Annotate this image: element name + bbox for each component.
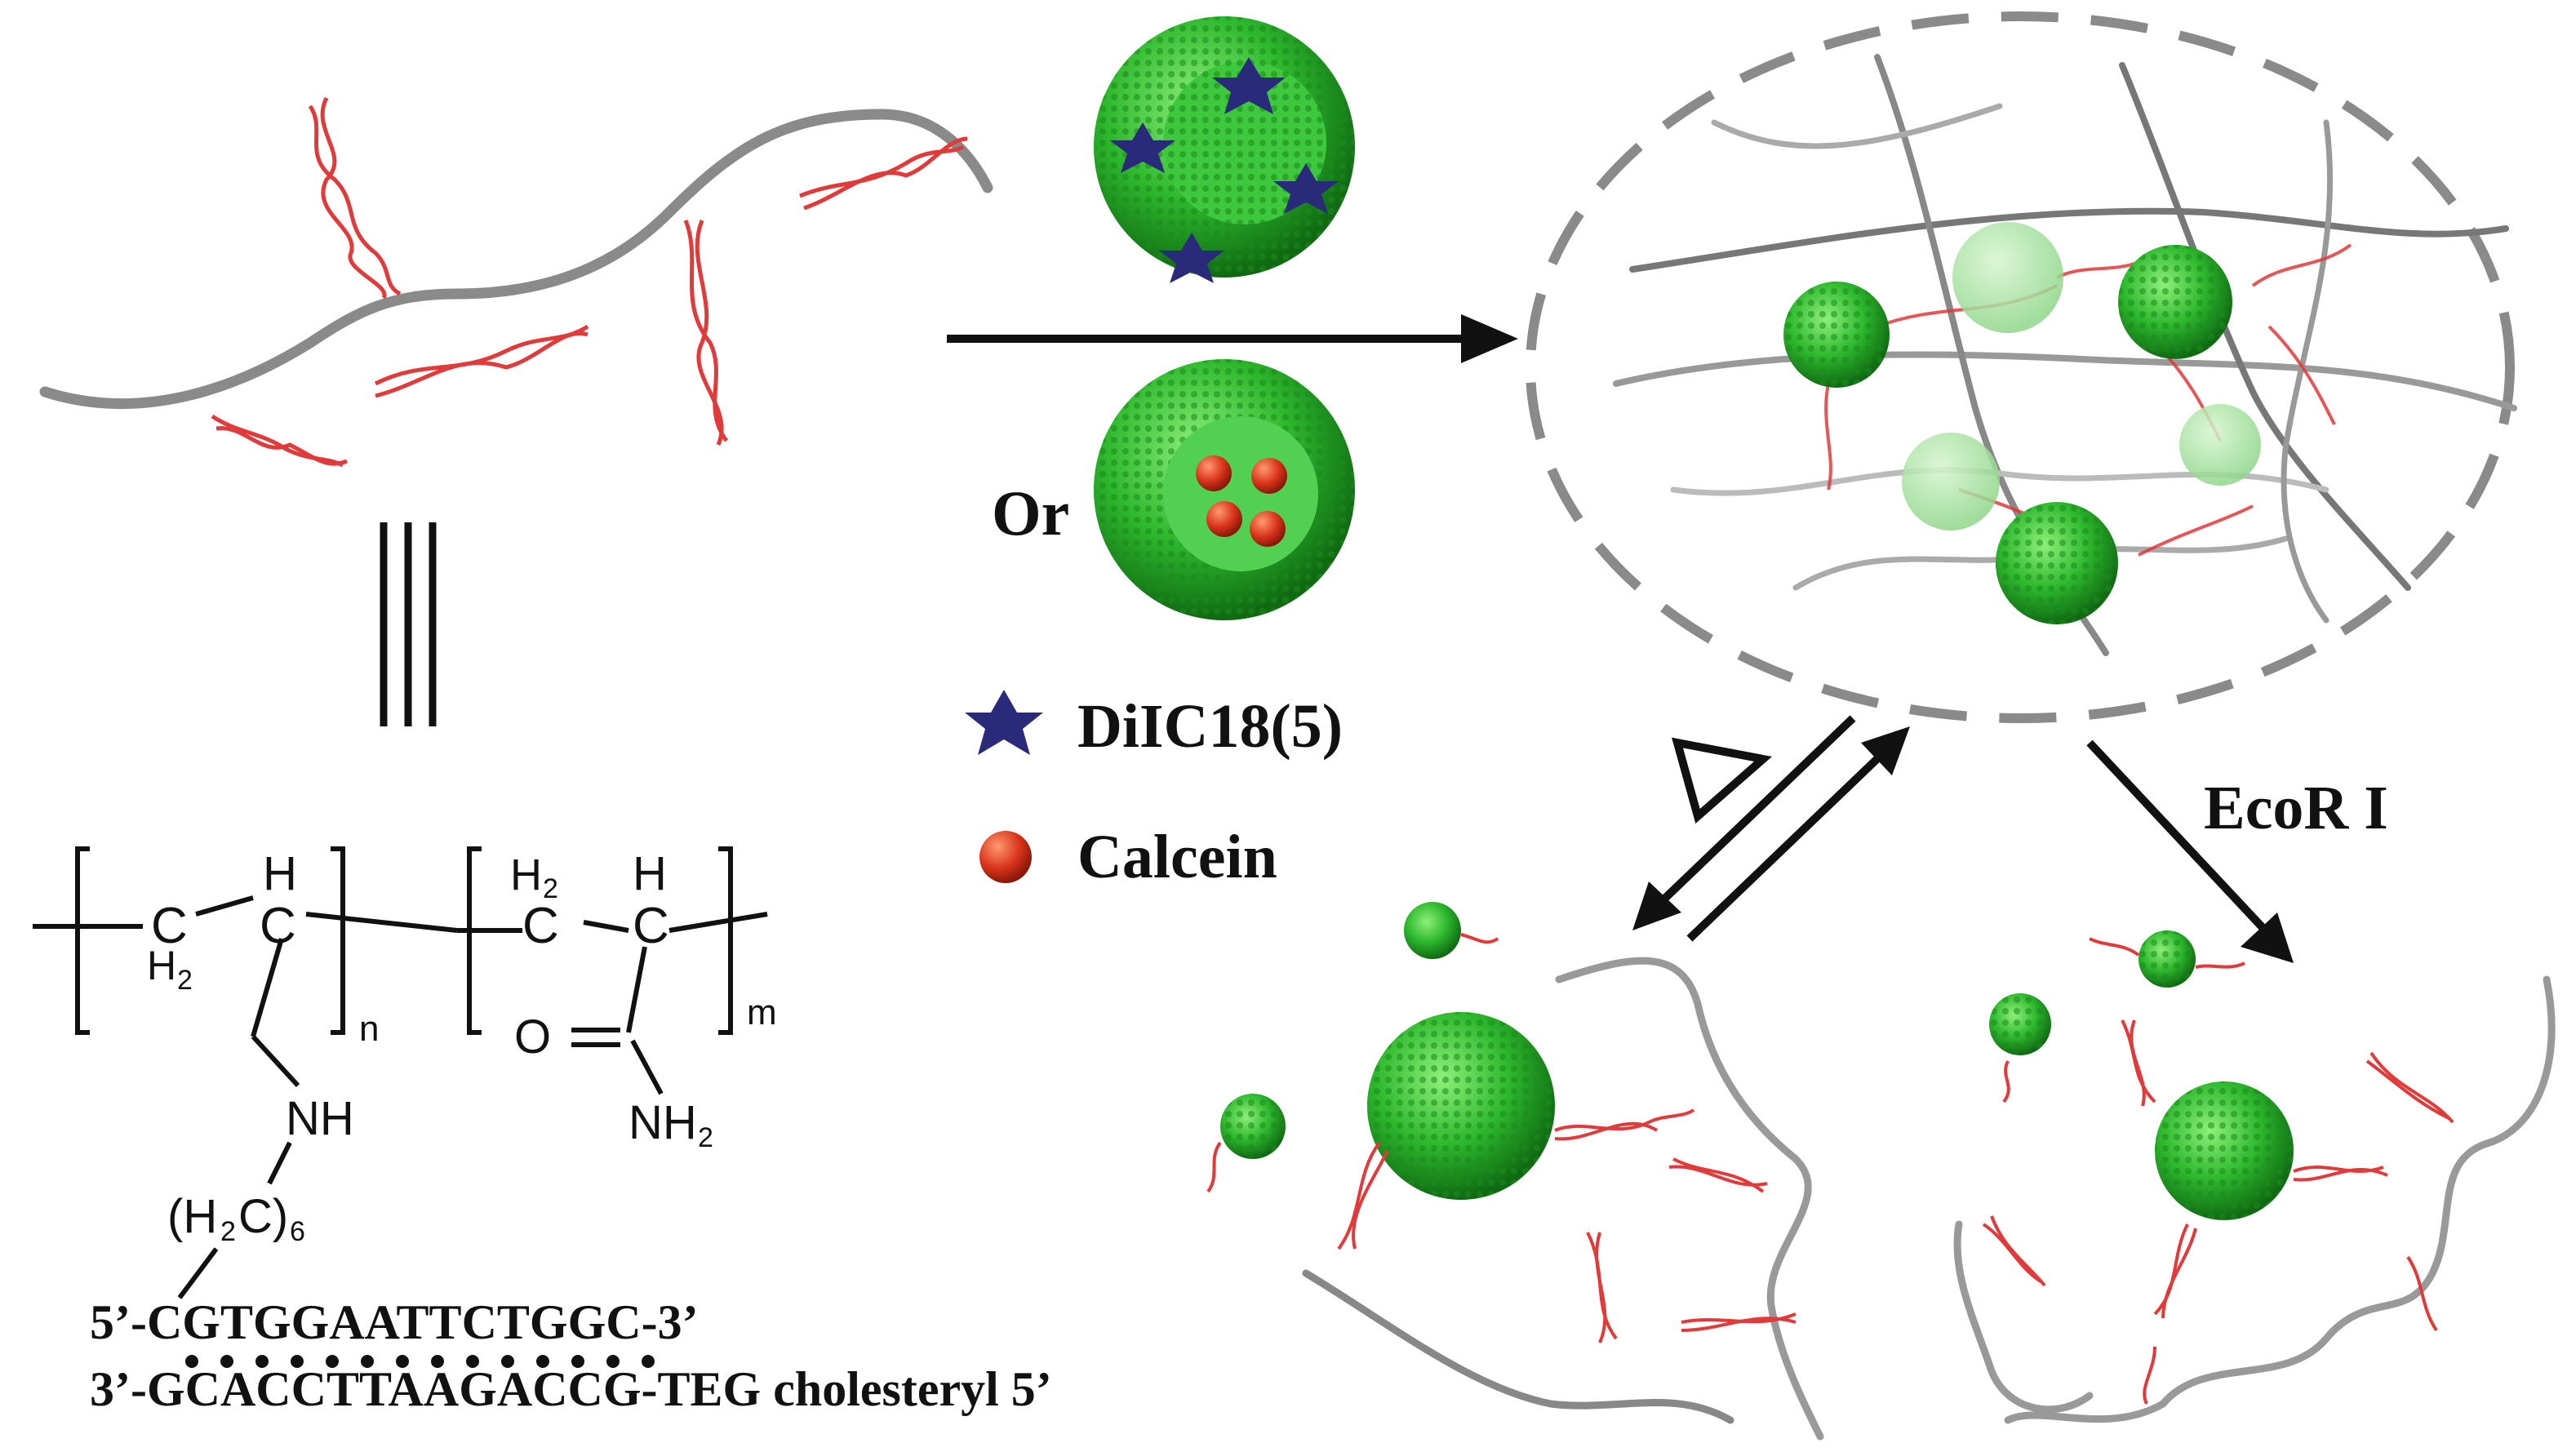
- grafted-polymer-chain: [39, 96, 993, 468]
- or-label: Or: [992, 477, 1069, 548]
- polymer-structure: [33, 846, 768, 1299]
- svg-text:H: H: [510, 850, 542, 899]
- svg-text:C: C: [522, 898, 559, 954]
- svg-text:C: C: [260, 898, 296, 954]
- dna-duplex: [211, 96, 968, 468]
- heated-state: [1206, 902, 1824, 1441]
- structure-atoms: C H 2 H C n H 2 C H C m O NH NH 2 (H 2 C…: [147, 847, 777, 1247]
- svg-text:(H: (H: [167, 1190, 217, 1243]
- enzyme-arrow: [2086, 739, 2294, 963]
- legend-dye: DiIC18(5): [965, 690, 1343, 761]
- svg-text:NH: NH: [286, 1092, 354, 1145]
- svg-text:DiIC18(5): DiIC18(5): [1077, 692, 1343, 761]
- svg-text:NH: NH: [628, 1096, 697, 1149]
- dna-strand-bottom: 3’-GCACCTTAAGACCG-TEG cholesteryl 5’: [90, 1362, 1052, 1416]
- svg-text:2: 2: [177, 965, 193, 996]
- hydrogel-network: [1526, 11, 2517, 723]
- assembly-arrow: [947, 314, 1518, 363]
- svg-text:6: 6: [290, 1216, 305, 1247]
- svg-text:C): C): [238, 1190, 288, 1243]
- svg-text:n: n: [359, 1009, 379, 1049]
- calcein-sphere-icon: [979, 831, 1032, 883]
- digested-state: [1953, 930, 2556, 1424]
- svg-text:C: C: [633, 898, 669, 954]
- calcein-liposome: [1094, 359, 1355, 620]
- heat-symbol: [1672, 737, 1773, 824]
- svg-text:Calcein: Calcein: [1077, 823, 1277, 891]
- svg-text:O: O: [514, 1010, 551, 1063]
- base-pair-dots: [185, 1355, 655, 1368]
- svg-text:2: 2: [220, 1216, 236, 1247]
- svg-text:2: 2: [698, 1122, 713, 1153]
- network-liposomes: [1783, 222, 2261, 624]
- reversible-arrows: [1632, 715, 1910, 942]
- svg-text:H: H: [147, 943, 176, 988]
- enzyme-label: EcoR I: [2204, 774, 2388, 842]
- dye-liposome: [1094, 16, 1355, 283]
- svg-text:H: H: [263, 847, 297, 900]
- star-icon: [965, 690, 1043, 755]
- svg-text:m: m: [747, 992, 777, 1032]
- svg-text:2: 2: [543, 873, 558, 904]
- dna-strand-top: 5’-CGTGGAATTCTGGC-3’: [90, 1295, 699, 1349]
- svg-text:H: H: [633, 847, 667, 900]
- legend-calcein: Calcein: [979, 823, 1277, 891]
- svg-text:C: C: [151, 898, 188, 954]
- equivalence-symbol: [380, 522, 437, 726]
